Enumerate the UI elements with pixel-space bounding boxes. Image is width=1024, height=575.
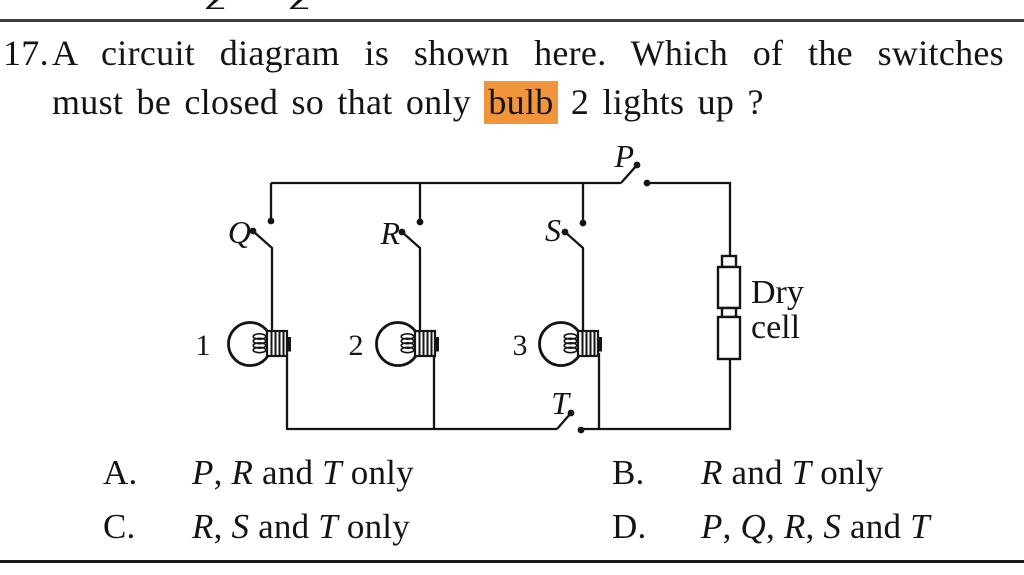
option-a-text: P [192, 453, 214, 492]
switch-r-label: R [379, 215, 400, 251]
question-line-2-after: 2 lights up ? [557, 82, 764, 122]
option-a: A. P, R and T only [103, 455, 414, 490]
switch-q-dot [267, 217, 275, 225]
option-a-text: and [253, 453, 323, 492]
bulb-2 [375, 321, 439, 367]
option-c-text: only [337, 507, 410, 546]
option-d-text: T [910, 507, 930, 546]
option-a-letter: A. [103, 453, 138, 492]
battery-terminal-nub [720, 254, 738, 269]
question-line-1: A circuit diagram is shown here. Which o… [52, 33, 1004, 73]
question-line-2-before: must be closed so that only [52, 82, 485, 122]
switch-contact-dots [249, 161, 651, 434]
option-b-text: and [722, 453, 792, 492]
switch-t-label: T [551, 385, 571, 421]
battery-terminal-nub [720, 306, 738, 319]
option-c-text: T [318, 507, 338, 546]
switch-t-dot [567, 409, 575, 417]
option-d: D. P, Q, R, S and T [612, 509, 930, 544]
option-d-text: , [765, 507, 784, 546]
battery-cell-body [716, 265, 742, 310]
wire-top-rail [271, 181, 732, 257]
bulb-3-label: 3 [513, 329, 528, 362]
question-text: A circuit diagram is shown here. Which o… [52, 29, 1004, 127]
bulb-2-label: 2 [349, 329, 364, 362]
bottom-divider [0, 560, 1024, 563]
highlighted-word: bulb [484, 81, 558, 124]
switch-t-blade [556, 412, 572, 430]
question-line-2: must be closed so that only bulb 2 light… [52, 78, 1004, 127]
option-d-text: and [841, 507, 911, 546]
question-number: 17. [3, 33, 49, 73]
switch-t-dot [577, 426, 585, 434]
switch-s-dot [579, 219, 587, 227]
wire-branch-s [564, 183, 585, 333]
bulb-filament-coil [563, 332, 578, 354]
switch-p-label: P [613, 138, 634, 174]
base-contact-nub [286, 337, 291, 352]
option-a-text: T [322, 453, 342, 492]
battery-label-line-1: Dry [751, 274, 804, 311]
bulb-1-label: 1 [196, 329, 211, 362]
bulb-1 [227, 321, 291, 367]
battery-label-line-2: cell [751, 309, 800, 346]
option-d-text: , [805, 507, 824, 546]
cropped-digit: 2 [288, 0, 310, 9]
switch-p-blade [620, 164, 638, 184]
option-b-text: only [811, 453, 884, 492]
option-c: C. R, S and T only [103, 509, 410, 544]
option-a-text: R [231, 453, 254, 492]
switch-r-dot [416, 218, 424, 226]
option-c-letter: C. [103, 507, 136, 546]
option-d-text: S [823, 507, 842, 546]
option-c-text: S [231, 507, 250, 546]
base-contact-nub [434, 337, 439, 352]
screw-threads [581, 332, 596, 355]
screw-threads [270, 332, 285, 355]
bulb-3 [538, 321, 602, 367]
option-b-text: R [701, 453, 723, 492]
dry-cell-battery [716, 254, 742, 361]
option-d-text: , [722, 507, 741, 546]
option-d-text: R [783, 507, 806, 546]
option-b: B. R and T only [612, 455, 883, 490]
battery-cell-body [716, 315, 742, 361]
cropped-previous-line: 2 2 [0, 0, 1024, 9]
wire-bottom-rail [285, 353, 732, 431]
screw-threads [418, 332, 433, 355]
option-d-text: Q [740, 507, 766, 546]
switch-q-dot [249, 227, 257, 235]
option-c-text: R [192, 507, 214, 546]
switch-r-dot [398, 228, 406, 236]
switch-s-dot [561, 228, 569, 236]
option-c-text: and [249, 507, 319, 546]
bulb-filament-coil [252, 332, 267, 354]
switch-p-dot [643, 179, 651, 187]
wire-branch-q [252, 183, 274, 333]
option-a-text: only [341, 453, 414, 492]
option-d-letter: D. [612, 507, 647, 546]
switch-q-label: Q [228, 214, 251, 250]
top-divider [0, 19, 1024, 22]
wire-branch-r [401, 183, 422, 333]
cropped-digit: 2 [204, 0, 226, 9]
switch-s-label: S [545, 212, 561, 248]
switch-p-dot [633, 161, 641, 169]
base-contact-nub [597, 337, 602, 352]
option-a-text: , [213, 453, 232, 492]
bulb-filament-coil [400, 332, 415, 354]
option-b-letter: B. [612, 453, 645, 492]
option-c-text: , [213, 507, 232, 546]
option-b-text: T [791, 453, 812, 492]
option-d-text: P [701, 507, 723, 546]
